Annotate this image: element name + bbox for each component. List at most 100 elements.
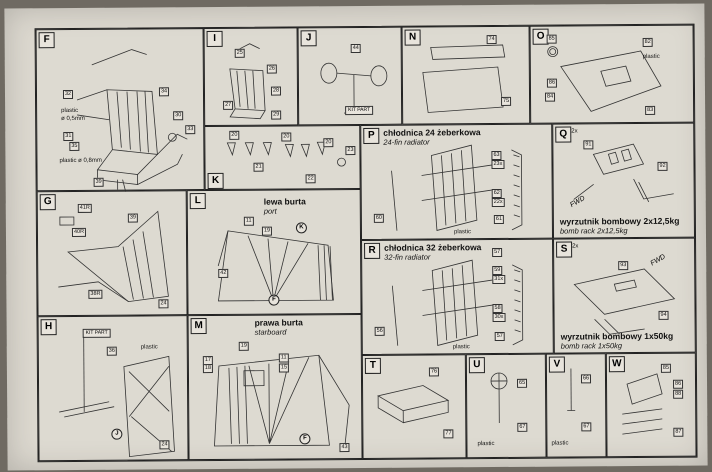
part-num: 39 xyxy=(127,213,139,223)
part-drawing xyxy=(567,368,576,411)
panel-k: K 20 20 20 21 22 23 xyxy=(204,124,361,191)
callout-f: F xyxy=(299,433,311,445)
part-num: 88 xyxy=(673,389,684,399)
callout-j: J xyxy=(111,428,123,440)
part-num: 26 xyxy=(266,64,277,74)
part-num: 62 xyxy=(491,188,502,199)
part-num: 82 xyxy=(642,37,653,47)
part-num: 32 xyxy=(62,89,74,100)
part-num: 41R xyxy=(77,203,92,213)
box-drawing xyxy=(377,385,450,424)
part-num: 85 xyxy=(660,363,672,373)
part-num: 22 xyxy=(305,174,316,184)
plastic-label: plastic xyxy=(61,107,79,115)
frame-drawing xyxy=(58,210,169,303)
panel-s: S 2x 93 94 FWD wyrzutnik bombowy 1x50kg … xyxy=(553,237,696,354)
part-num: 58 xyxy=(492,303,503,314)
part-num: 86 xyxy=(546,78,558,88)
bomb-rack-drawing xyxy=(573,143,674,203)
part-num: 92 xyxy=(657,161,668,171)
part-num: 76 xyxy=(428,367,440,377)
tank-drawing xyxy=(547,46,662,112)
fuselage-side-drawing xyxy=(214,354,350,451)
panel-caption: wyrzutnik bombowy 1x50kg bomb rack 1x50k… xyxy=(561,331,674,351)
panel-l: L lewa burta port 11 19 42 K F xyxy=(186,188,362,316)
part-num: 65 xyxy=(516,378,528,388)
part-num: 18 xyxy=(202,364,214,374)
part-num: 75 xyxy=(501,96,512,106)
part-num: 31x xyxy=(492,274,506,285)
part-num: 38R xyxy=(88,289,103,299)
panel-n: N 74 75 xyxy=(401,25,531,125)
panel-q: Q 2x 91 92 FWD wyrzutnik bombowy 2x12,5k… xyxy=(552,122,696,239)
panel-t: T 76 77 xyxy=(361,354,467,459)
part-num: 19 xyxy=(238,341,249,351)
instruction-sheet: F 32 34 30 31 33 35 39 plastic ø 0,5mm p… xyxy=(4,3,708,471)
part-num: 42 xyxy=(218,268,229,278)
part-num: 77 xyxy=(443,429,454,439)
panel-i: I 25 26 27 28 29 xyxy=(203,27,299,127)
part-num: 94 xyxy=(658,310,669,320)
radiator-drawing xyxy=(391,144,523,231)
plastic-label: plastic ø 0,8mm xyxy=(59,157,102,165)
part-num: 63 xyxy=(491,150,502,161)
seat-drawing xyxy=(229,43,266,120)
part-num: 24 xyxy=(159,440,170,450)
seat-frame-drawing xyxy=(76,49,188,192)
bomb-rack-drawing xyxy=(573,268,676,335)
part-num: 35 xyxy=(69,141,80,151)
panel-v: V 66 67 plastic xyxy=(545,353,607,458)
part-num: 33 xyxy=(185,125,196,135)
part-drawing xyxy=(490,372,508,424)
plastic-label: plastic xyxy=(551,440,569,447)
panel-m: M prawa burta starboard 19 17 18 11 15 4… xyxy=(187,313,363,461)
callout-k: K xyxy=(295,222,307,234)
part-num: 39 xyxy=(93,177,104,187)
part-num: 59 xyxy=(492,265,503,276)
main-frame: F 32 34 30 31 33 35 39 plastic ø 0,5mm p… xyxy=(34,23,698,463)
part-num: 57 xyxy=(494,331,505,342)
part-num: 21 xyxy=(253,162,264,172)
part-num: 34 xyxy=(158,87,170,97)
part-num: 67 xyxy=(517,422,528,432)
part-num: 20 xyxy=(229,130,240,140)
plastic-label: plastic xyxy=(642,53,660,60)
part-num: 11 xyxy=(243,216,254,226)
plastic-label: plastic xyxy=(453,229,472,236)
panel-u: U 65 67 plastic xyxy=(465,353,547,459)
caption-subtitle: bomb rack 2x12,5kg xyxy=(559,226,628,236)
radiator-drawing xyxy=(391,259,524,346)
part-num: 36 xyxy=(106,346,117,356)
part-num: 24 xyxy=(158,299,169,309)
panel-j: J 44 KIT PART xyxy=(297,26,403,126)
part-num: 91 xyxy=(583,140,594,150)
part-num: 28 xyxy=(270,86,282,96)
part-num: 93 xyxy=(618,261,629,271)
caption-title: wyrzutnik bombowy 1x50kg xyxy=(560,330,674,342)
caption-subtitle: bomb rack 1x50kg xyxy=(560,341,623,351)
part-num: 15 xyxy=(278,363,290,373)
part-num: 30x xyxy=(492,312,506,323)
part-num: 57 xyxy=(492,247,503,258)
part-num: 23 xyxy=(345,146,356,156)
panel-w: W 85 86 88 87 xyxy=(605,352,697,458)
panel-p: P chłodnica 24 żeberkowa 24-fin radiator… xyxy=(360,123,554,240)
diameter-label: ø 0,5mm xyxy=(61,115,85,123)
part-num: 66 xyxy=(580,374,592,384)
small-parts-drawing xyxy=(226,141,346,167)
part-num: 86 xyxy=(673,379,684,389)
part-num: 23x xyxy=(491,159,505,170)
plastic-label: plastic xyxy=(477,441,495,448)
panel-drawing xyxy=(422,44,506,113)
panel-caption: wyrzutnik bombowy 2x12,5kg bomb rack 2x1… xyxy=(560,216,680,236)
part-num: 20 xyxy=(281,132,292,142)
part-num: 25 xyxy=(234,48,245,58)
panel-g: G 41R 40R 39 38R 24 xyxy=(36,190,188,317)
kit-part-label: KIT PART xyxy=(345,105,374,116)
part-num: 43 xyxy=(339,443,350,453)
caption-title: wyrzutnik bombowy 2x12,5kg xyxy=(559,215,680,227)
part-num: 31 xyxy=(63,131,74,142)
part-num: 84 xyxy=(544,92,556,102)
part-num: 11 xyxy=(278,353,289,363)
panel-o: O 85 plastic 82 86 84 83 xyxy=(529,24,695,124)
